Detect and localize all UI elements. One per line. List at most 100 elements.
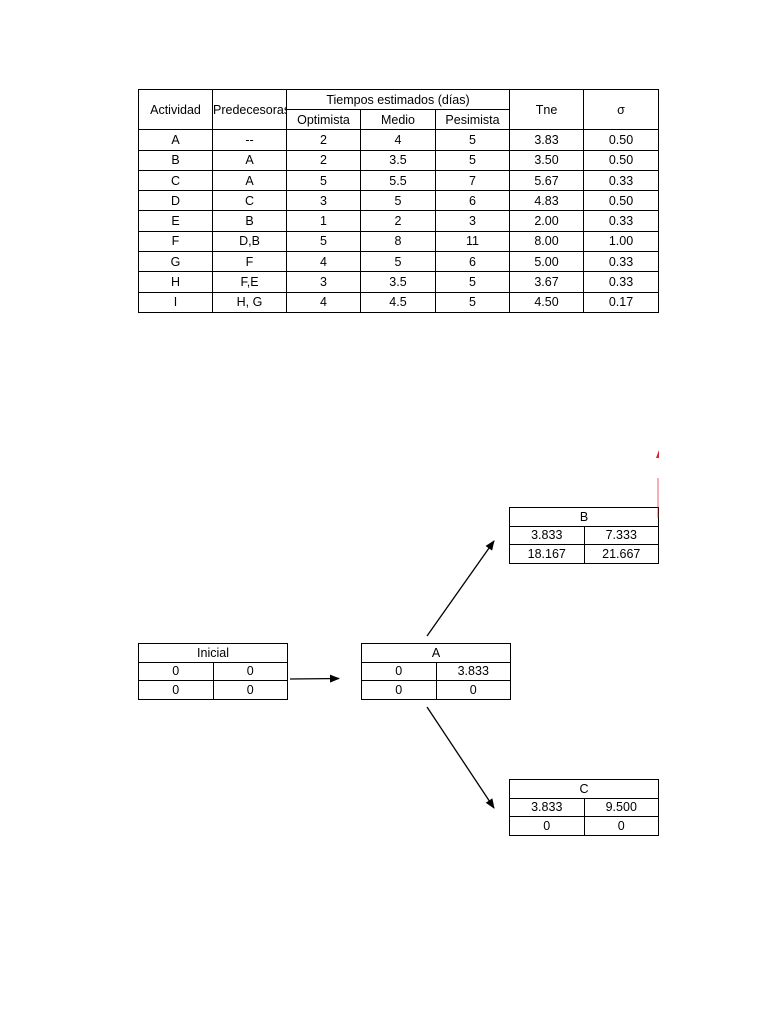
cell-tne: 5.67 — [509, 169, 585, 192]
table-row: G F 4 5 6 5.00 0.33 — [138, 251, 660, 273]
cell-predecesoras: C — [212, 190, 287, 212]
cell-actividad: H — [138, 271, 213, 293]
node-title: C — [509, 779, 659, 799]
node-late-start: 18.167 — [509, 544, 585, 564]
cell-tne: 3.67 — [509, 271, 585, 293]
cell-medio: 5.5 — [360, 169, 436, 192]
table-row: I H, G 4 4.5 5 4.50 0.17 — [138, 291, 660, 313]
table-row: H F,E 3 3.5 5 3.67 0.33 — [138, 271, 660, 293]
node-inicial: Inicial 0 0 0 0 — [138, 643, 288, 700]
node-late-start: 0 — [361, 680, 437, 700]
cell-predecesoras: B — [212, 210, 287, 232]
cell-predecesoras: D,B — [212, 230, 287, 253]
cell-actividad: F — [138, 230, 213, 253]
header-optimista: Optimista — [286, 108, 361, 131]
cell-medio: 3.5 — [360, 149, 436, 171]
header-sigma: σ — [583, 88, 660, 131]
cell-sigma: 0.50 — [583, 129, 660, 151]
node-a: A 0 3.833 0 0 — [361, 643, 511, 700]
node-late-finish: 0 — [435, 680, 511, 700]
cell-medio: 2 — [360, 210, 436, 232]
node-late-finish: 21.667 — [583, 544, 659, 564]
node-late-start: 0 — [509, 816, 585, 836]
table-row: F D,B 5 8 11 8.00 1.00 — [138, 230, 660, 253]
cell-predecesoras: A — [212, 169, 287, 192]
cell-pesimista: 5 — [434, 129, 511, 151]
node-early-finish: 7.333 — [583, 525, 659, 545]
cell-actividad: B — [138, 149, 213, 171]
cell-sigma: 0.17 — [583, 291, 660, 313]
cell-pesimista: 5 — [434, 149, 511, 171]
node-early-start: 3.833 — [509, 797, 585, 817]
cell-sigma: 1.00 — [583, 230, 660, 253]
cell-tne: 8.00 — [509, 230, 585, 253]
node-early-finish: 3.833 — [435, 661, 511, 681]
arrow-inicial-to-a — [289, 674, 340, 683]
cell-predecesoras: -- — [212, 129, 287, 151]
cell-tne: 3.50 — [509, 149, 585, 171]
node-title: Inicial — [138, 643, 288, 663]
cell-sigma: 0.33 — [583, 210, 660, 232]
cell-pesimista: 5 — [434, 271, 511, 293]
cell-medio: 3.5 — [360, 271, 436, 293]
cell-sigma: 0.50 — [583, 149, 660, 171]
node-early-start: 0 — [138, 661, 214, 681]
cell-tne: 4.83 — [509, 190, 585, 212]
arrow-a-to-c — [426, 706, 495, 809]
node-early-finish: 9.500 — [583, 797, 659, 817]
cell-medio: 4.5 — [360, 291, 436, 313]
header-medio: Medio — [360, 108, 436, 131]
cell-medio: 8 — [360, 230, 436, 253]
cell-actividad: C — [138, 169, 213, 192]
cell-optimista: 3 — [286, 271, 361, 293]
cell-pesimista: 7 — [434, 169, 511, 192]
cell-predecesoras: A — [212, 149, 287, 171]
cell-predecesoras: F,E — [212, 271, 287, 293]
red-marker — [656, 450, 659, 518]
node-title: A — [361, 643, 511, 663]
cell-pesimista: 3 — [434, 210, 511, 232]
cell-sigma: 0.33 — [583, 271, 660, 293]
header-pesimista: Pesimista — [434, 108, 511, 131]
node-early-finish: 0 — [212, 661, 288, 681]
cell-optimista: 3 — [286, 190, 361, 212]
cell-optimista: 5 — [286, 169, 361, 192]
node-late-start: 0 — [138, 680, 214, 700]
cell-pesimista: 6 — [434, 251, 511, 273]
cell-optimista: 4 — [286, 291, 361, 313]
cell-sigma: 0.50 — [583, 190, 660, 212]
node-early-start: 0 — [361, 661, 437, 681]
arrow-a-to-b — [426, 540, 495, 637]
activity-table: Actividad Predecesoras Tiempos estimados… — [138, 88, 660, 313]
node-c: C 3.833 9.500 0 0 — [509, 779, 659, 836]
header-predecesoras: Predecesoras — [212, 88, 287, 131]
cell-optimista: 5 — [286, 230, 361, 253]
header-tiempos-estimados: Tiempos estimados (días) — [285, 89, 511, 110]
cell-sigma: 0.33 — [583, 251, 660, 273]
cell-pesimista: 11 — [434, 230, 511, 253]
table-row: D C 3 5 6 4.83 0.50 — [138, 190, 660, 212]
cell-tne: 4.50 — [509, 291, 585, 313]
cell-optimista: 2 — [286, 129, 361, 151]
cell-tne: 3.83 — [509, 129, 585, 151]
node-b: B 3.833 7.333 18.167 21.667 — [509, 507, 659, 564]
table-row: E B 1 2 3 2.00 0.33 — [138, 210, 660, 232]
cell-pesimista: 6 — [434, 190, 511, 212]
cell-tne: 2.00 — [509, 210, 585, 232]
node-early-start: 3.833 — [509, 525, 585, 545]
node-title: B — [509, 507, 659, 527]
cell-actividad: G — [138, 251, 213, 273]
cell-medio: 5 — [360, 251, 436, 273]
table-row: A -- 2 4 5 3.83 0.50 — [138, 129, 660, 151]
cell-predecesoras: H, G — [212, 291, 287, 313]
cell-tne: 5.00 — [509, 251, 585, 273]
node-late-finish: 0 — [212, 680, 288, 700]
table-row: C A 5 5.5 7 5.67 0.33 — [138, 169, 660, 192]
cell-optimista: 4 — [286, 251, 361, 273]
cell-actividad: E — [138, 210, 213, 232]
header-tne: Tne — [509, 88, 585, 131]
cell-medio: 5 — [360, 190, 436, 212]
cell-medio: 4 — [360, 129, 436, 151]
cell-actividad: A — [138, 129, 213, 151]
cell-pesimista: 5 — [434, 291, 511, 313]
